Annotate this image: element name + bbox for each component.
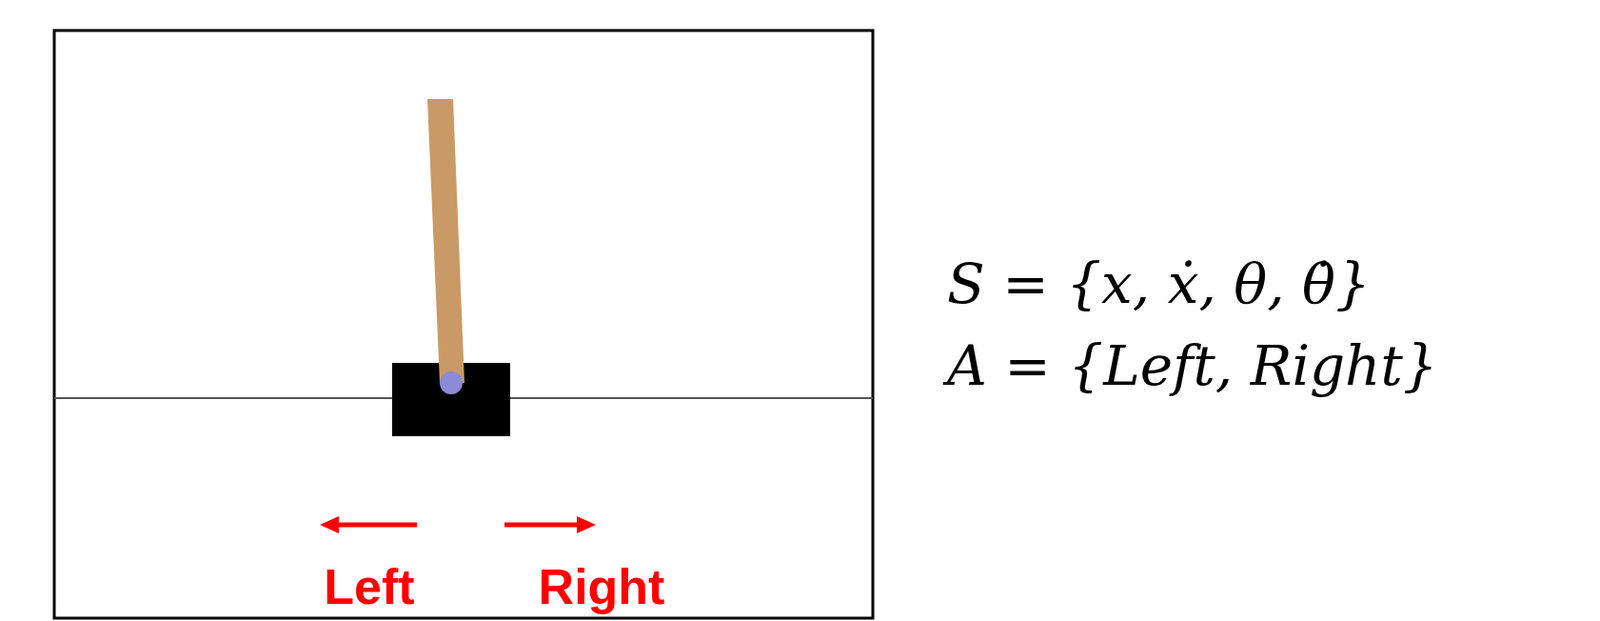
action-label: Right xyxy=(538,561,666,612)
pivot xyxy=(439,371,463,395)
pole xyxy=(427,98,465,383)
environment-frame xyxy=(54,30,873,618)
action-arrows xyxy=(319,515,596,534)
action-label: Left xyxy=(323,561,415,612)
cart xyxy=(392,362,511,436)
action-space: A = {Left, Right} xyxy=(947,337,1439,394)
state-space: S = {x, ẋ, θ, θ̇} xyxy=(947,256,1371,312)
